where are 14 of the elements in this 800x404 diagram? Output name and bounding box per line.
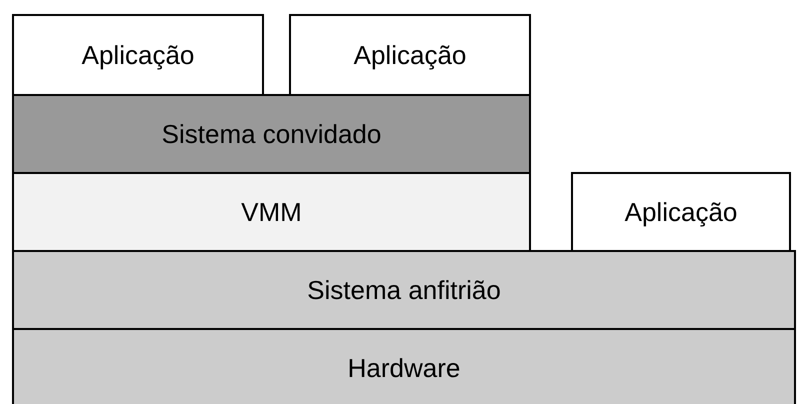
layer-label: Aplicação [354,40,466,70]
application-layer-box [12,14,264,96]
layer-label: Sistema anfitrião [307,274,501,306]
layer-label: Sistema convidado [162,118,382,150]
host-system-layer-box [12,250,796,330]
guest-system-layer-box [12,94,531,174]
layer-label: VMM [241,196,302,228]
application-layer-box [571,172,791,252]
application-layer-box [289,14,531,96]
vmm-layer-box [12,172,531,252]
layer-label: Aplicação [624,196,738,228]
layer-label: Aplicação [82,40,194,70]
layer-label: Hardware [348,352,460,384]
hardware-layer-box [12,328,796,404]
